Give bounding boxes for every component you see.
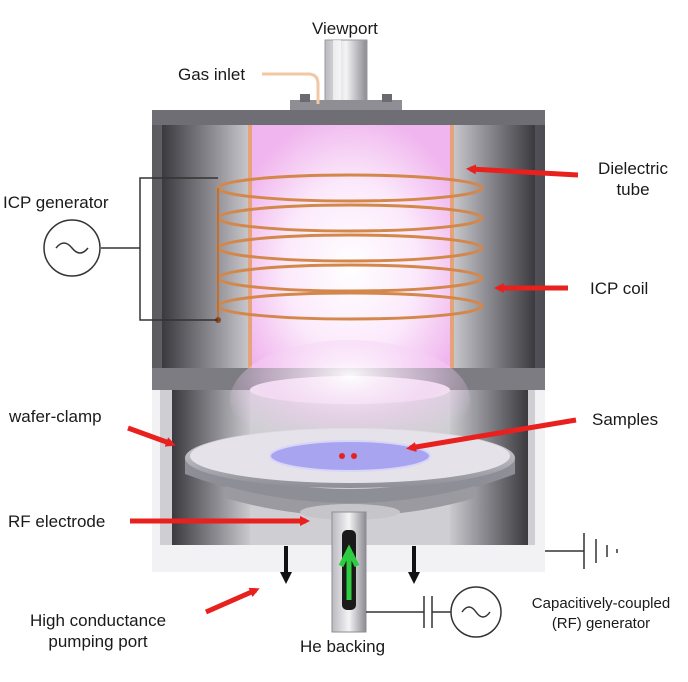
he-backing-stem [331,511,367,633]
icp-coil [215,173,484,323]
pumping-arrows [280,546,420,584]
label-gas-inlet: Gas inlet [178,65,246,84]
label-dielectric-tube: Dielectric tube [593,158,673,200]
label-icp-coil: ICP coil [590,279,649,298]
dielectric-tube-arrow [466,164,579,178]
label-pumping-port-line2: pumping port [48,632,148,651]
label-wafer-clamp: wafer-clamp [9,407,102,426]
label-rf-electrode: RF electrode [8,512,106,531]
viewport-pipe [290,39,402,115]
label-pumping-port-line1: High conductance [29,611,167,630]
sample-spot [339,453,345,459]
label-samples: Samples [592,410,659,429]
label-cc-generator-line2: (RF) generator [551,615,651,632]
label-he-backing: He backing [300,637,386,656]
helium-flow-arrow [338,544,360,600]
label-cc-generator-line1: Capacitively-coupled [531,595,671,612]
wafer [269,440,431,472]
ground-symbol [545,533,618,569]
label-dielectric-tube-line1: Dielectric [598,159,668,178]
label-dielectric-tube-line2: tube [616,180,650,199]
label-pumping-port: High conductance pumping port [8,610,188,652]
cc-generator-circuit [366,586,502,638]
icp-generator-circuit [43,177,218,321]
samples-arrow [406,417,577,452]
label-icp-generator: ICP generator [3,193,109,212]
callout-arrows [127,164,579,615]
icp-generator-symbol [43,219,101,277]
cc-generator-symbol [450,586,502,638]
gas-inlet-line [262,72,320,104]
wafer-clamp-arrow [127,425,176,447]
label-viewport: Viewport [312,19,378,38]
pumping-port-arrow [204,587,260,615]
sample-spot [351,453,357,459]
plasma-glow [230,340,470,460]
label-cc-generator: Capacitively-coupled (RF) generator [516,594,686,634]
